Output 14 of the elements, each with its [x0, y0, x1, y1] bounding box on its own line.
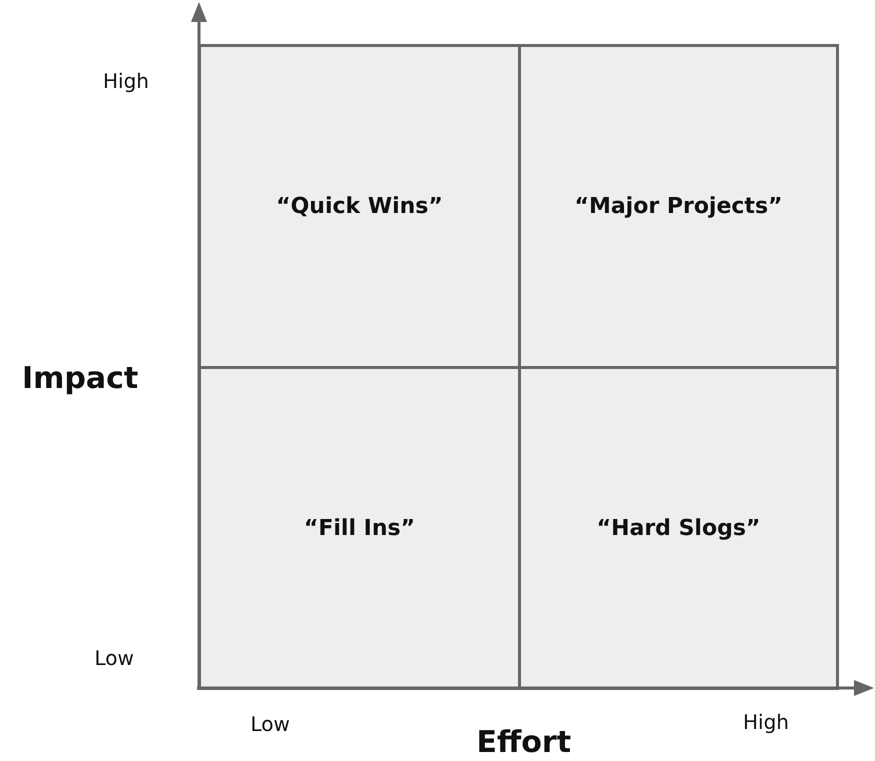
quadrant-box: [518, 366, 839, 690]
quadrant-label: “Hard Slogs”: [596, 516, 760, 540]
axis-title: Impact: [22, 360, 138, 396]
quadrant-label: “Fill Ins”: [304, 516, 416, 540]
axis-tick-label: High: [103, 69, 149, 93]
quadrant-label: “Quick Wins”: [276, 194, 443, 219]
axis-title: Effort: [476, 724, 572, 760]
quadrant-box: [198, 44, 521, 369]
axis-tick-label: Low: [94, 646, 134, 670]
axis-tick-label: Low: [250, 712, 290, 736]
quadrant-label: “Major Projects”: [574, 194, 783, 219]
axis-tick-label: High: [743, 710, 789, 734]
quadrant-box: [198, 366, 521, 690]
quadrant-box: [518, 44, 839, 369]
